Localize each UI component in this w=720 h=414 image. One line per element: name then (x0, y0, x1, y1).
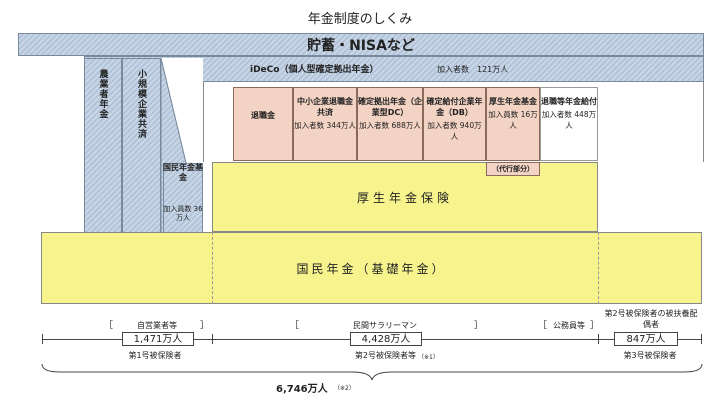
divider-line (598, 232, 599, 304)
total-brace (41, 363, 703, 381)
plan-count: 加入者数 344万人 (294, 121, 356, 130)
axis-line (678, 339, 702, 340)
group2b-label: 公務員等 (553, 321, 585, 330)
axis-line (42, 339, 122, 340)
plan-box-dc: 確定拠出年金（企業型DC） 加入者数 688万人 (357, 87, 423, 161)
axis-line (422, 339, 614, 340)
shokibo-column: 小規模企業共済 (122, 58, 161, 234)
group1-count: 1,471万人 (122, 332, 194, 346)
plan-box-taishokuto: 退職等年金給付 加入者数 448万人 (540, 87, 598, 161)
kosei-nenkin-label: 厚生年金保険 (356, 190, 453, 205)
savings-band-label: 貯蓄・NISAなど (307, 37, 415, 54)
plan-box-kikin: 厚生年金基金 加入員数 16万人 (486, 87, 540, 161)
group2-note: （※1） (418, 354, 439, 361)
plan-box-db: 確定給付企業年金（DB） 加入者数 940万人 (423, 87, 486, 161)
plan-name: 確定給付企業年金（DB） (426, 97, 483, 117)
bracket-open: ［ (104, 321, 114, 331)
plan-name: 退職等年金給付 (541, 97, 597, 106)
group3-type: 第3号被保険者 (623, 351, 677, 360)
nogyosha-column: 農業者年金 (84, 58, 122, 234)
kokumin-kikin-box (163, 163, 203, 233)
plan-box-taishokukin: 退職金 (233, 87, 293, 161)
bracket-close: ］ (474, 321, 484, 331)
total-note: （※2） (334, 385, 355, 392)
group1-label: 自営業者等 (137, 321, 177, 330)
axis-line (194, 339, 350, 340)
ideco-count: 加入者数 121万人 (437, 65, 509, 74)
kokumin-nenkin-label: 国民年金（基礎年金） (296, 261, 447, 276)
kokumin-kikin-label: 国民年金基金 (163, 163, 203, 182)
kosei-nenkin-band: 厚生年金保険 (212, 162, 598, 232)
tick (42, 334, 43, 344)
bracket-open: ［ (538, 321, 548, 331)
plan-count: 加入者数 940万人 (427, 121, 482, 141)
group2-type: 第2号被保険者等 (354, 351, 416, 360)
plan-name: 厚生年金基金 (489, 97, 537, 106)
kokumin-kikin-count: 加入員数 36万人 (163, 205, 203, 222)
plan-count: 加入員数 16万人 (488, 110, 538, 130)
total-count: 6,746万人 (276, 384, 328, 395)
tick (701, 334, 702, 344)
plan-count: 加入者数 688万人 (359, 121, 421, 130)
plan-box-chusho: 中小企業退職金共済 加入者数 344万人 (293, 87, 357, 161)
daiko-label: （代行部分） (486, 162, 540, 176)
bracket-open: ［ (290, 321, 300, 331)
tick (212, 334, 213, 344)
plan-name: 中小企業退職金共済 (297, 97, 353, 117)
plan-count: 加入者数 448万人 (541, 110, 597, 130)
page-title: 年金制度のしくみ (307, 12, 413, 27)
group2-count: 4,428万人 (350, 332, 422, 346)
group3-label: 第2号被保険者の被扶養配偶者 (604, 309, 698, 329)
divider-line (212, 232, 213, 304)
group2-label: 民間サラリーマン (353, 321, 417, 330)
savings-band: 貯蓄・NISAなど (18, 33, 704, 56)
tick (598, 334, 599, 344)
plan-name: 退職金 (251, 111, 275, 120)
ideco-label: iDeCo（個人型確定拠出年金） (250, 65, 379, 75)
kokumin-nenkin-band: 国民年金（基礎年金） (41, 232, 702, 304)
bracket-close: ］ (200, 321, 210, 331)
plan-name: 確定拠出年金（企業型DC） (358, 97, 422, 117)
bracket-close: ］ (590, 321, 600, 331)
group1-type: 第1号被保険者 (128, 351, 182, 360)
nogyosha-label: 農業者年金 (97, 69, 108, 119)
shokibo-label: 小規模企業共済 (136, 69, 146, 139)
group3-count: 847万人 (614, 332, 678, 346)
